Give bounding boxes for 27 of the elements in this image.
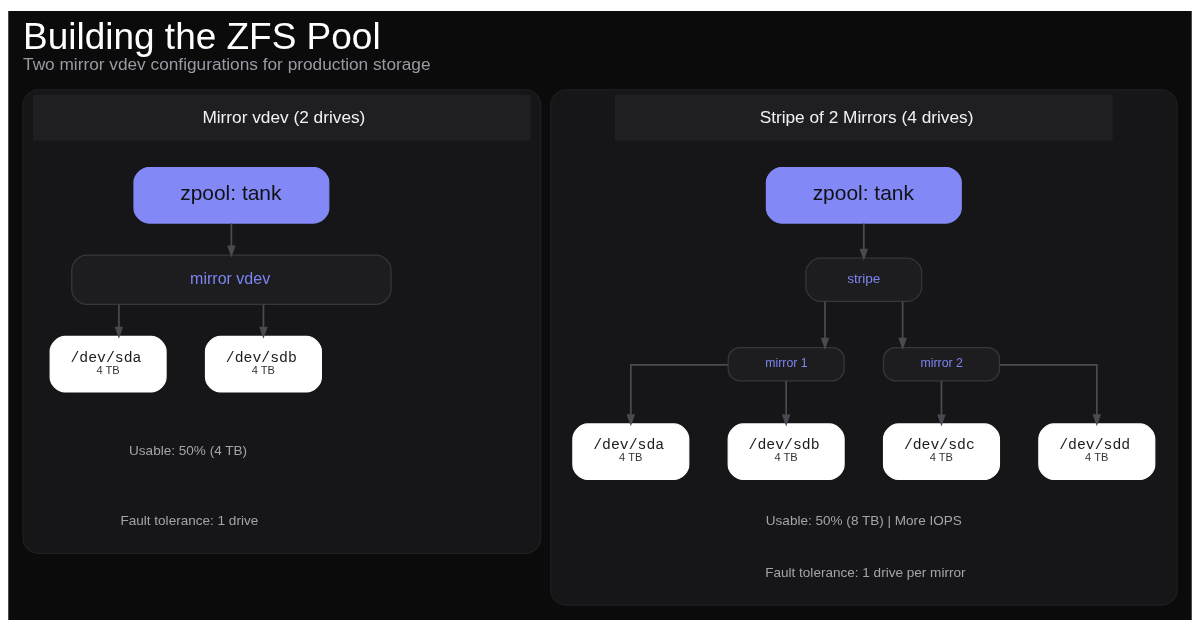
node-box: stripe [805, 257, 923, 302]
node-box: /dev/sdc 4 TB [882, 422, 1001, 480]
arrow [937, 379, 946, 426]
label: Fault tolerance: 1 drive per mirror [765, 564, 966, 580]
node-box: zpool: tank [765, 166, 962, 224]
node-box: mirror 2 [882, 346, 1001, 381]
arrow [820, 300, 830, 350]
node-box: /dev/sda 4 TB [572, 422, 690, 480]
arrow [781, 379, 791, 426]
label: Fault tolerance: 1 drive [120, 512, 259, 528]
node-box: mirror vdev [71, 253, 392, 305]
node-box: /dev/sdb 4 TB [727, 422, 845, 480]
arrow [114, 303, 124, 339]
label: Usable: 50% (8 TB) | More IOPS [765, 512, 962, 528]
arrow [626, 363, 729, 426]
node-box: /dev/sdb 4 TB [204, 335, 322, 393]
arrow [898, 300, 907, 350]
diagram-title: Building the ZFS Pool [23, 15, 381, 57]
arrow [859, 222, 869, 261]
arrow [259, 303, 268, 339]
node-box: /dev/sdd 4 TB [1038, 422, 1156, 480]
arrow [227, 222, 236, 257]
label: Usable: 50% (4 TB) [129, 442, 248, 458]
node-box: zpool: tank [133, 166, 330, 224]
node-box: /dev/sda 4 TB [49, 335, 167, 393]
arrow [998, 363, 1102, 426]
node-box: mirror 1 [727, 346, 845, 381]
